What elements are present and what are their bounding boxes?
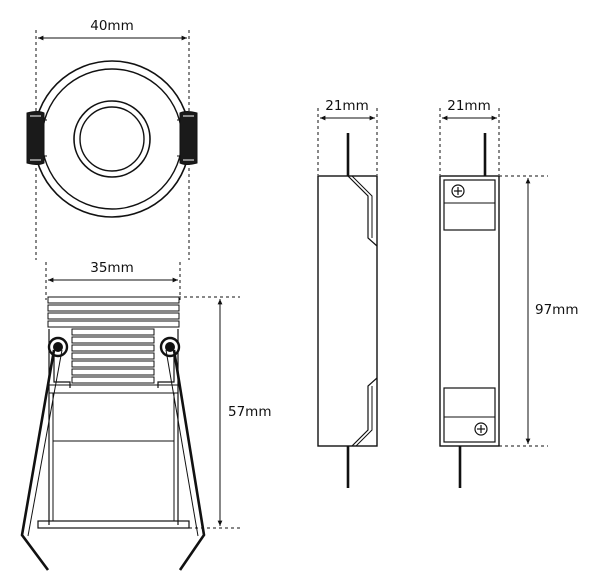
heatsink-fins-top	[47, 296, 180, 328]
driver-front-width-label: 21mm	[447, 98, 490, 114]
screw-terminal-icon	[451, 184, 465, 198]
bottom-rim	[37, 520, 190, 529]
driver-side-view: 21mm	[317, 98, 378, 488]
heatsink-fins-core	[71, 328, 155, 384]
body-width-label: 35mm	[90, 260, 133, 276]
driver-front-body	[439, 175, 500, 447]
outer-rim-inner	[41, 68, 183, 210]
outer-rim	[33, 60, 191, 218]
left-spring-clip	[26, 111, 47, 165]
body-height-label: 57mm	[228, 404, 271, 420]
bottom-terminal-block	[443, 387, 496, 443]
top-width-label: 40mm	[90, 18, 133, 34]
left-spring-arm	[20, 349, 56, 571]
right-spring-clip	[177, 111, 198, 165]
driver-side-width-label: 21mm	[325, 98, 368, 114]
side-view: 35mm	[20, 260, 271, 571]
top-view: 40mm	[26, 18, 198, 260]
right-spring-arm	[172, 349, 206, 571]
driver-height-label: 97mm	[535, 302, 578, 318]
lens-inner	[79, 106, 145, 172]
screw-terminal-icon	[474, 422, 488, 436]
lens-outer	[73, 100, 151, 178]
driver-front-view: 21mm 97mm	[439, 98, 578, 488]
top-terminal-block	[443, 179, 496, 231]
